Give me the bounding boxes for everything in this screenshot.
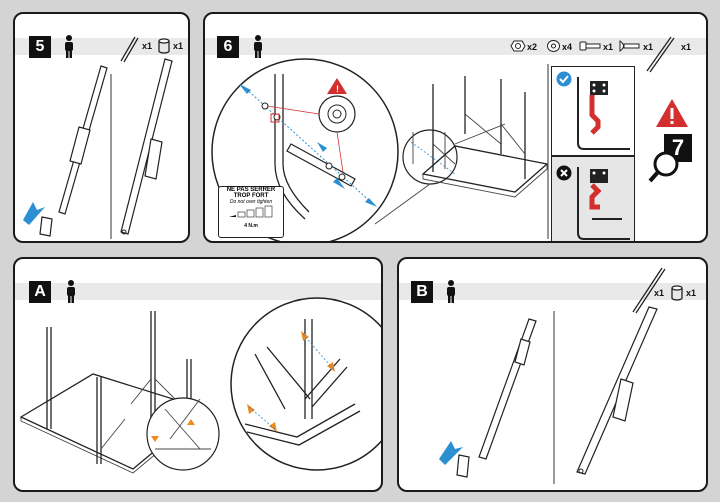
next-step-number: 7 bbox=[664, 134, 692, 162]
step-b-panel: B x1 x1 bbox=[397, 257, 708, 492]
rod-part-icon bbox=[632, 267, 666, 314]
step-number: 5 bbox=[29, 36, 51, 58]
leg-assembly-illustration bbox=[23, 58, 173, 239]
correct-orientation-box bbox=[551, 66, 635, 156]
step-number: 6 bbox=[217, 36, 239, 58]
rod-part-icon bbox=[120, 36, 139, 63]
step-header-band bbox=[399, 283, 706, 300]
hardware-qty: x2 bbox=[527, 42, 538, 52]
sleeve-part-icon bbox=[671, 285, 683, 301]
hardware-qty: x1 bbox=[681, 42, 692, 52]
check-icon bbox=[556, 71, 572, 87]
person-icon bbox=[447, 280, 455, 303]
bolt-icon bbox=[579, 41, 601, 51]
person-icon bbox=[65, 35, 73, 58]
incorrect-bracket-illustration bbox=[577, 167, 630, 240]
hardware-qty: x4 bbox=[562, 42, 573, 52]
magnifier-icon bbox=[648, 151, 679, 183]
hardware-qty: x1 bbox=[643, 42, 654, 52]
step-5-panel: 5 x1 x1 bbox=[13, 12, 190, 243]
sleeve-part-icon bbox=[158, 38, 170, 54]
step-a-panel: A bbox=[13, 257, 383, 492]
nut-icon bbox=[510, 40, 526, 52]
torque-warning-box: NE PAS SERRER TROP FORT Do not over tigh… bbox=[218, 186, 284, 238]
warning-text-en: Do not over tighten bbox=[229, 199, 273, 205]
step-label: B bbox=[411, 281, 433, 303]
incorrect-orientation-box bbox=[551, 156, 635, 241]
person-icon bbox=[254, 35, 262, 58]
svg-text:!: ! bbox=[336, 84, 339, 94]
leg-assembly-illustration bbox=[439, 306, 658, 484]
rod-icon bbox=[646, 36, 675, 73]
person-icon bbox=[67, 280, 75, 303]
step-6-panel: 6 x2 x4 x1 x1 x1 ! bbox=[203, 12, 708, 243]
cap-bolt-icon bbox=[619, 40, 640, 52]
warning-text-fr-1: NE PAS SERRER bbox=[226, 187, 276, 193]
part-qty: x1 bbox=[142, 41, 153, 51]
step-header-band bbox=[15, 283, 381, 300]
torque-value: 4 N.m bbox=[244, 223, 258, 229]
part-qty: x1 bbox=[173, 41, 184, 51]
next-step-reference: 7 bbox=[648, 130, 694, 188]
part-qty: x1 bbox=[686, 288, 697, 298]
torque-gauge-icon bbox=[229, 205, 273, 218]
step-header-band bbox=[15, 38, 188, 55]
cross-icon bbox=[556, 165, 572, 181]
table-frame-illustration bbox=[19, 297, 381, 474]
warning-icon bbox=[656, 99, 688, 127]
correct-bracket-illustration bbox=[577, 77, 630, 150]
hardware-qty: x1 bbox=[603, 42, 614, 52]
washer-icon bbox=[547, 40, 560, 52]
part-qty: x1 bbox=[654, 288, 665, 298]
warning-text-fr-2: TROP FORT bbox=[233, 193, 269, 199]
step-label: A bbox=[29, 281, 51, 303]
